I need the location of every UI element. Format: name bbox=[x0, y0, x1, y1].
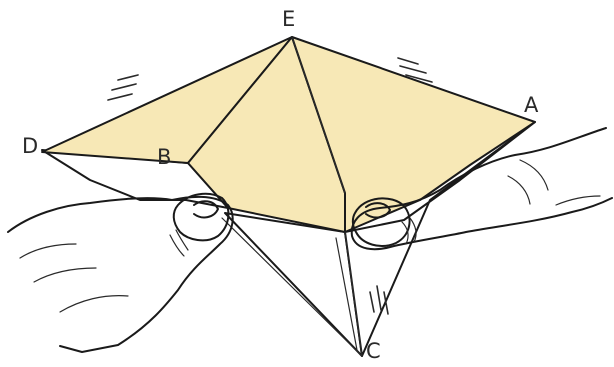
motion-marks-left bbox=[108, 75, 138, 100]
vertex-label-B: B bbox=[157, 145, 171, 169]
vertex-label-A: A bbox=[524, 93, 539, 117]
left-hand bbox=[8, 194, 233, 352]
vertex-label-D: D bbox=[22, 134, 38, 158]
vertex-label-E: E bbox=[282, 7, 295, 31]
underside-flap-front bbox=[225, 213, 362, 356]
vertex-label-C: C bbox=[366, 339, 381, 363]
